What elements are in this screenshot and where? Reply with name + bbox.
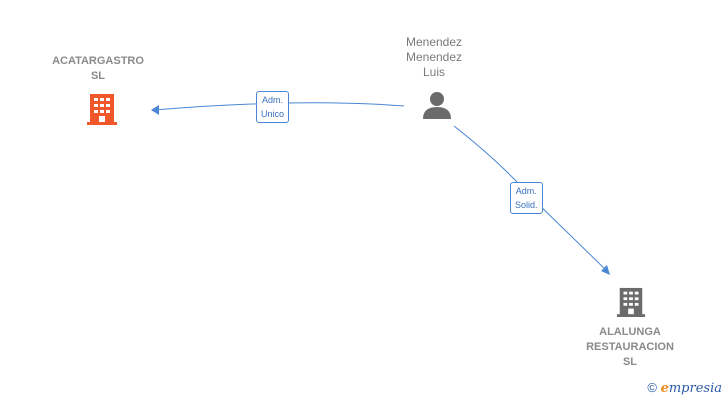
node-menendez-line3: Luis xyxy=(422,65,445,79)
node-acatargastro-name: ACATARGASTRO xyxy=(52,55,144,67)
copyright-symbol: © xyxy=(647,380,657,395)
edge-role-line2: Unico xyxy=(261,109,285,119)
node-alalunga-line1: ALALUNGA xyxy=(599,326,661,338)
node-alalunga-label[interactable]: ALALUNGA RESTAURACION SL xyxy=(570,325,690,370)
edge-arrowhead-alalunga xyxy=(601,265,610,275)
copyright-footer: © empresia xyxy=(647,380,722,396)
node-menendez-label[interactable]: Menendez Menendez Luis xyxy=(384,35,484,80)
node-menendez-line2: Menendez xyxy=(405,50,463,64)
edge-arrowhead-acatargastro xyxy=(151,105,159,115)
person-icon[interactable] xyxy=(422,90,452,120)
node-acatargastro-label[interactable]: ACATARGASTRO SL xyxy=(38,54,158,84)
edge-menendez-to-acatargastro xyxy=(153,102,405,111)
edge-role-line2: Solid. xyxy=(515,200,538,210)
edge-role-line1: Adm. xyxy=(262,95,284,105)
edge-role-badge-adm-unico[interactable]: Adm. Unico xyxy=(256,91,290,123)
building-icon[interactable] xyxy=(86,92,118,126)
node-acatargastro-suffix: SL xyxy=(90,70,106,82)
edge-role-badge-adm-solid[interactable]: Adm. Solid. xyxy=(510,182,543,214)
brand-logo-e: e xyxy=(660,381,669,396)
node-alalunga-line2: RESTAURACION xyxy=(586,341,674,353)
node-menendez-line1: Menendez xyxy=(405,35,463,49)
brand-logo-rest: mpresia xyxy=(668,381,722,396)
brand-logo[interactable]: empresia xyxy=(661,381,722,396)
node-alalunga-line3: SL xyxy=(622,356,638,368)
building-icon[interactable] xyxy=(616,285,646,319)
edge-role-line1: Adm. xyxy=(515,186,537,196)
